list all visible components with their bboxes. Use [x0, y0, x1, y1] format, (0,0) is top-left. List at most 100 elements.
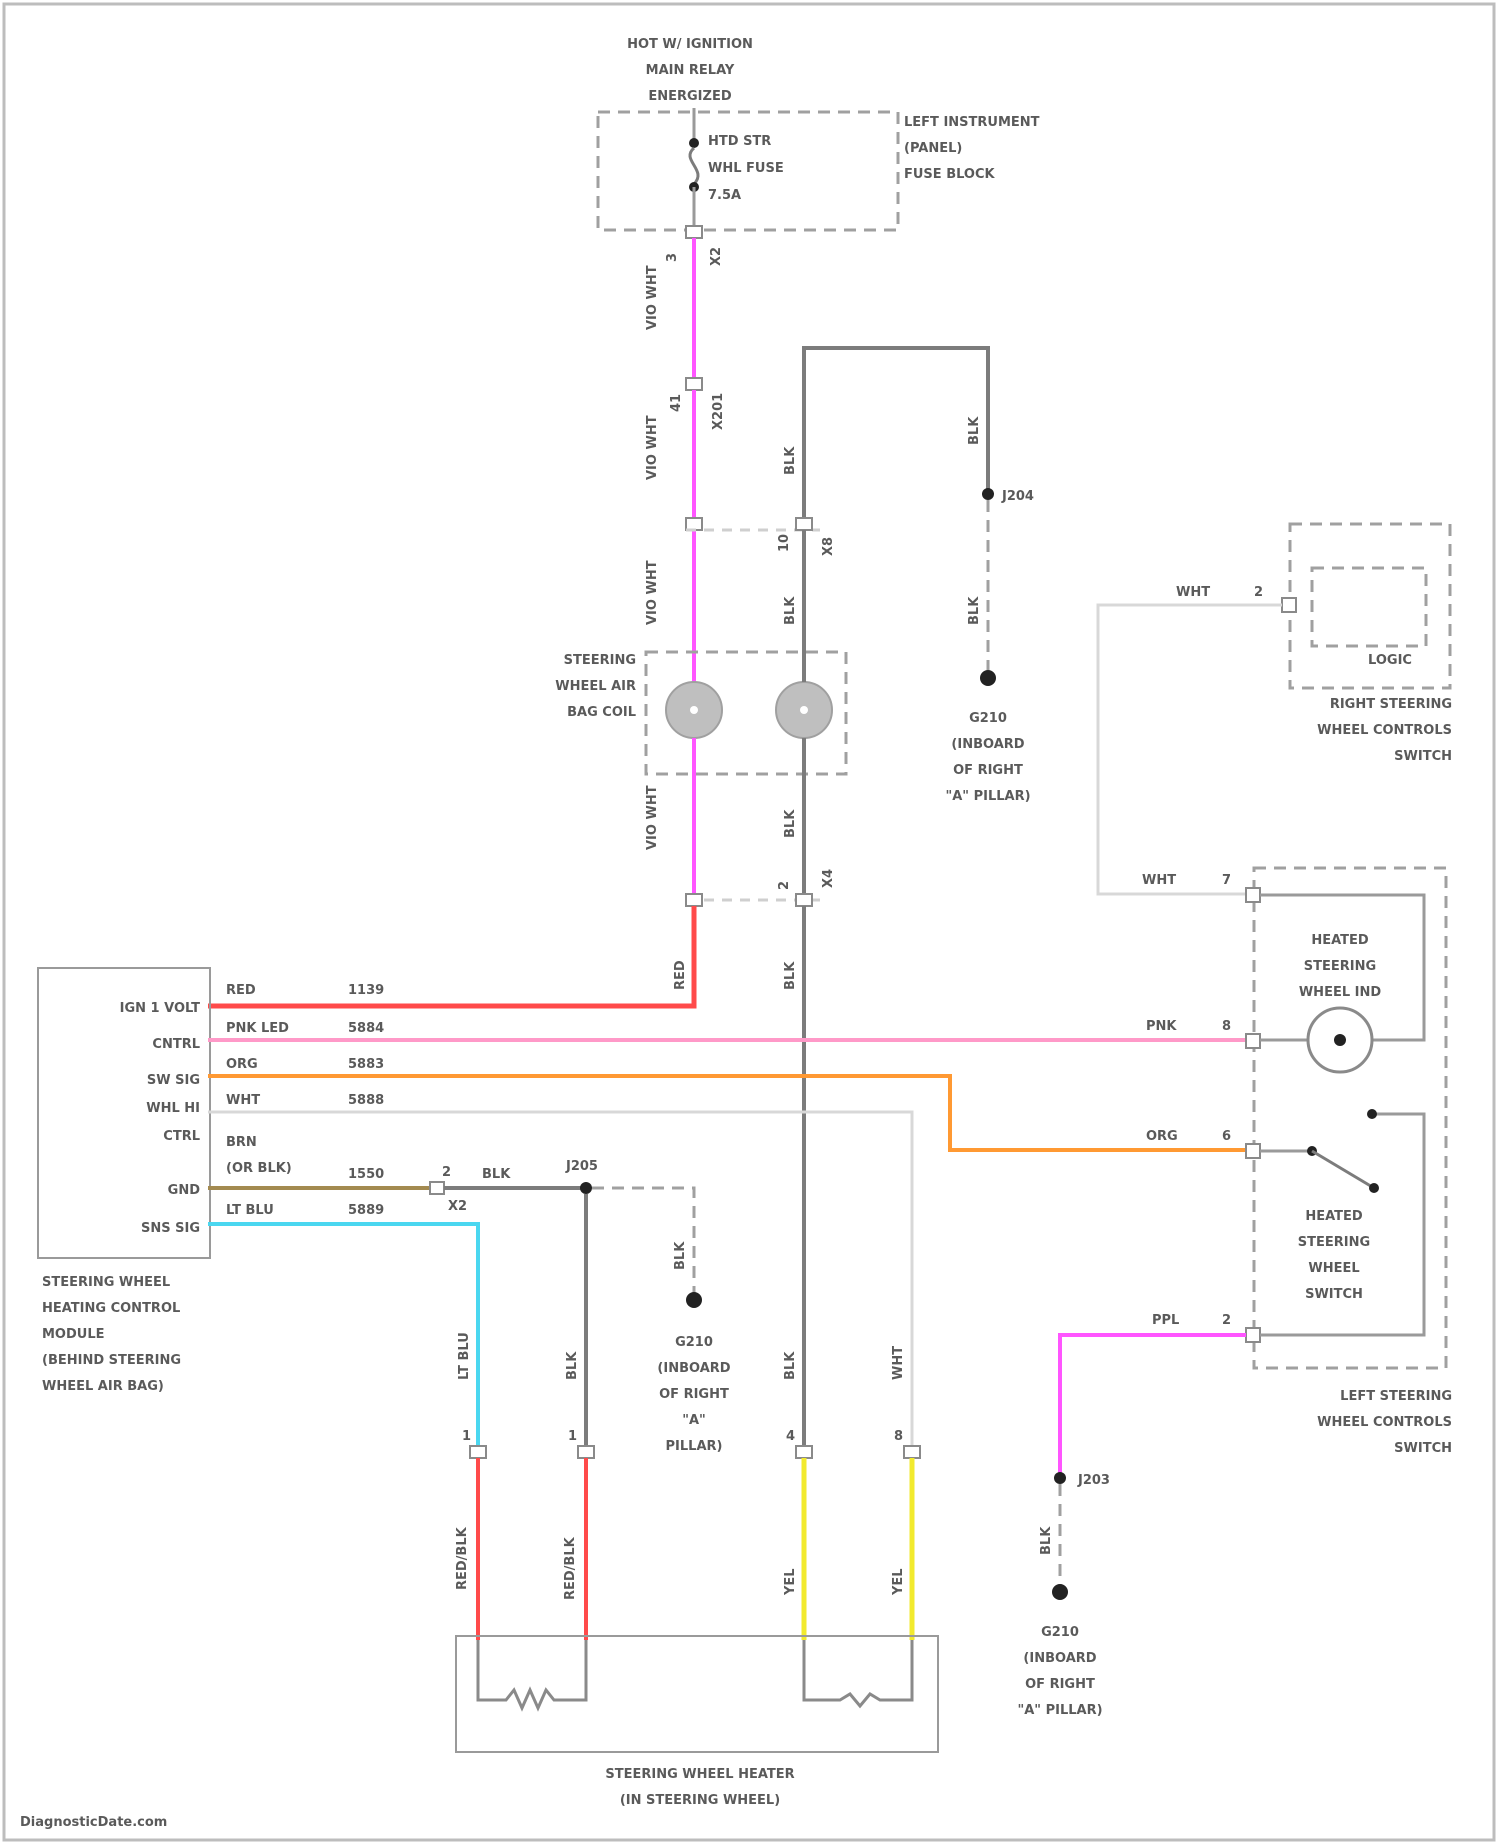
g2-label-3: OF RIGHT [659, 1387, 729, 1402]
label-blk-g3: BLK [1039, 1526, 1054, 1555]
heater-label-1: STEERING WHEEL HEATER [605, 1767, 794, 1782]
splice-j203[interactable] [1054, 1472, 1066, 1484]
pin-r-2: 2 [1254, 585, 1263, 600]
g3-label-4: "A" PILLAR) [1017, 1703, 1102, 1718]
fuse-symbol [690, 148, 698, 184]
module-circuit-snssig: 5889 [348, 1203, 384, 1218]
heated-switch-label-4: SWITCH [1305, 1287, 1363, 1302]
heater-connector-1b [578, 1446, 594, 1458]
fuse-line-1: HTD STR [708, 134, 771, 149]
right-switch-connector [1282, 598, 1296, 612]
label-red-v: RED [673, 960, 688, 990]
label-blk-g2: BLK [673, 1241, 688, 1270]
g1-label-1: G210 [969, 711, 1007, 726]
module-circuit-whlhi: 5888 [348, 1093, 384, 1108]
fuse-block-label-3: FUSE BLOCK [904, 167, 996, 182]
air-bag-coil-label-3: BAG COIL [567, 705, 636, 720]
ground-g210-2[interactable] [686, 1292, 702, 1308]
fuse-top-dot [689, 138, 699, 148]
heater-connector-1a [470, 1446, 486, 1458]
left-switch-label-3: SWITCH [1394, 1441, 1452, 1456]
label-vio-wht-4: VIO WHT [645, 785, 660, 850]
left-switch-label-2: WHEEL CONTROLS [1317, 1415, 1452, 1430]
pin-x201: X201 [711, 393, 726, 430]
wire-wht-module [208, 1112, 912, 1446]
switch-arm[interactable] [1312, 1151, 1374, 1188]
heated-ind-led-core [1334, 1034, 1346, 1046]
module-pin-swsig: SW SIG [147, 1073, 200, 1088]
air-bag-coil-right-center [800, 706, 808, 714]
label-vio-wht-3: VIO WHT [645, 560, 660, 625]
heated-switch-label-3: WHEEL [1308, 1261, 1359, 1276]
label-j204: J204 [1001, 489, 1034, 504]
heated-switch-label-1: HEATED [1305, 1209, 1363, 1224]
pin-l-7: 7 [1222, 873, 1231, 888]
connector-x8-right [796, 518, 812, 530]
splice-j205[interactable] [580, 1182, 592, 1194]
label-blk-4: BLK [783, 961, 798, 990]
logic-label: LOGIC [1368, 653, 1412, 668]
g2-label-1: G210 [675, 1335, 713, 1350]
wire-lt-blu [208, 1224, 478, 1446]
module-color-whlhi: WHT [226, 1093, 260, 1108]
module-label-2: HEATING CONTROL [42, 1301, 180, 1316]
connector-x201 [686, 378, 702, 390]
pin-2-x4: 2 [777, 881, 792, 890]
connector-fb [686, 226, 702, 238]
label-ppl-r: PPL [1152, 1313, 1179, 1328]
ground-g210-3[interactable] [1052, 1584, 1068, 1600]
wire-blk-top-loop [804, 348, 988, 518]
connector-x4-right [796, 894, 812, 906]
g2-label-5: PILLAR) [666, 1439, 723, 1454]
splice-j204[interactable] [982, 488, 994, 500]
label-vio-wht-1: VIO WHT [645, 265, 660, 330]
label-yel-2: YEL [891, 1568, 906, 1596]
fuse-line-3: 7.5A [708, 188, 741, 203]
right-switch-label-1: RIGHT STEERING [1330, 697, 1452, 712]
heater-connector-4 [796, 1446, 812, 1458]
module-circuit-swsig: 5883 [348, 1057, 384, 1072]
module-pin-whlhi: WHL HI [146, 1101, 200, 1116]
pin-10: 10 [777, 534, 792, 552]
label-j205: J205 [565, 1159, 598, 1174]
label-blk-low: BLK [565, 1351, 580, 1380]
pin-l-8: 8 [1222, 1019, 1231, 1034]
hot-label-1: HOT W/ IGNITION [627, 37, 753, 52]
wire-red-ign [208, 906, 694, 1006]
pin-fb-3: 3 [665, 253, 680, 262]
connector-x8-left [686, 518, 702, 530]
label-vio-wht-2: VIO WHT [645, 415, 660, 480]
label-blk-1: BLK [783, 446, 798, 475]
connector-l2 [1246, 1328, 1260, 1342]
ground-g210-1[interactable] [980, 670, 996, 686]
fuse-line-2: WHL FUSE [708, 161, 784, 176]
fuse-block-label-1: LEFT INSTRUMENT [904, 115, 1040, 130]
g3-label-3: OF RIGHT [1025, 1677, 1095, 1692]
g3-label-1: G210 [1041, 1625, 1079, 1640]
left-switch-label-1: LEFT STEERING [1340, 1389, 1452, 1404]
label-redblk-1: RED/BLK [455, 1526, 470, 1590]
module-pin-cntrl: CNTRL [152, 1037, 200, 1052]
hot-label-3: ENERGIZED [648, 89, 731, 104]
right-switch-label-3: SWITCH [1394, 749, 1452, 764]
g1-label-2: (INBOARD [951, 737, 1024, 752]
label-blk-g1: BLK [967, 596, 982, 625]
connector-l7 [1246, 888, 1260, 902]
module-rows: IGN 1 VOLT CNTRL SW SIG WHL HI CTRL GND … [120, 983, 385, 1236]
right-switch-label-2: WHEEL CONTROLS [1317, 723, 1452, 738]
g1-label-3: OF RIGHT [953, 763, 1023, 778]
logic-outline [1312, 568, 1426, 646]
module-circuit-gnd: 1550 [348, 1167, 384, 1182]
module-color-brn: BRN [226, 1135, 257, 1150]
pin-fb-x2: X2 [709, 247, 724, 266]
fuse-block-label-2: (PANEL) [904, 141, 962, 156]
module-color-swsig: ORG [226, 1057, 258, 1072]
watermark: DiagnosticDate.com [20, 1815, 167, 1830]
pin-h-1b: 1 [568, 1429, 577, 1444]
module-color-cntrl: PNK LED [226, 1021, 289, 1036]
heater-sensor [804, 1640, 912, 1706]
air-bag-coil-label-1: STEERING [564, 653, 636, 668]
pin-x8: X8 [821, 537, 836, 556]
heater-label-2: (IN STEERING WHEEL) [620, 1793, 780, 1808]
